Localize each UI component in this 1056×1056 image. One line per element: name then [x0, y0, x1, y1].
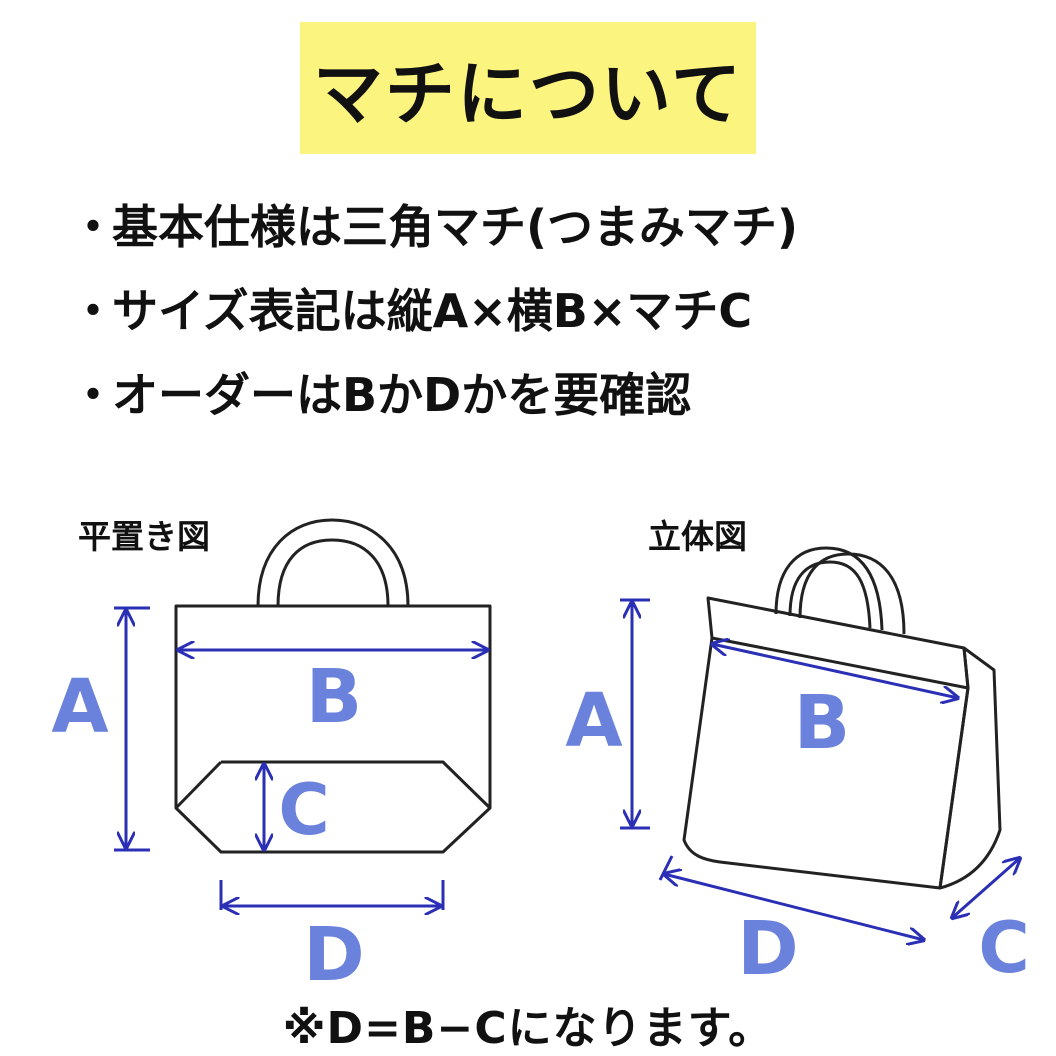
flat-label-b: B: [306, 654, 362, 740]
flat-bag-gusset: [174, 760, 492, 810]
list-item-text: 基本仕様は三角マチ(つまみマチ): [112, 200, 799, 254]
flat-dimension-arrows: [114, 606, 488, 910]
three-d-bag-rim: [706, 596, 970, 690]
bullet-marker: ・: [70, 200, 116, 254]
flat-bag: [174, 518, 492, 854]
flat-bag-handle: [256, 518, 410, 608]
list-item: ・ サイズ表記は縦A×横B×マチC: [70, 269, 1030, 353]
three-d-dimension-labels: A B D C: [565, 678, 1029, 992]
three-d-dimension-arrows: [620, 598, 1020, 940]
three-d-bag-handle-back: [798, 552, 906, 635]
title-banner: マチについて: [300, 22, 756, 154]
three-d-bag-handle-front: [774, 546, 884, 631]
list-item: ・ 基本仕様は三角マチ(つまみマチ): [70, 185, 1030, 269]
flat-dimension-labels: A B C D: [51, 654, 364, 998]
flat-view-caption: 平置き図: [78, 517, 210, 556]
three-d-arrow-c: [952, 858, 1020, 918]
list-item: ・ オーダーはBかDかを要確認: [70, 353, 1030, 437]
three-d-label-b: B: [794, 680, 850, 766]
spec-list: ・ 基本仕様は三角マチ(つまみマチ) ・ サイズ表記は縦A×横B×マチC ・ オ…: [70, 185, 1030, 437]
bullet-marker: ・: [70, 368, 116, 422]
flat-label-c: C: [278, 769, 329, 851]
three-d-view-caption: 立体図: [648, 517, 747, 556]
three-d-label-a: A: [565, 678, 622, 764]
list-item-text: オーダーはBかDかを要確認: [112, 368, 692, 422]
page-title: マチについて: [313, 52, 743, 135]
list-item-text: サイズ表記は縦A×横B×マチC: [112, 284, 753, 338]
three-d-arrow-d-tick-left: [658, 855, 674, 881]
three-d-label-c: C: [978, 907, 1029, 989]
flat-label-a: A: [51, 664, 108, 750]
bullet-marker: ・: [70, 284, 116, 338]
flat-label-d: D: [303, 912, 364, 998]
three-d-arrow-b: [712, 644, 958, 698]
three-d-bag-body: [682, 637, 970, 890]
three-d-label-d: D: [737, 906, 798, 992]
footnote: ※D=B−Cになります。: [282, 1003, 774, 1054]
three-d-arrow-d: [664, 874, 924, 940]
